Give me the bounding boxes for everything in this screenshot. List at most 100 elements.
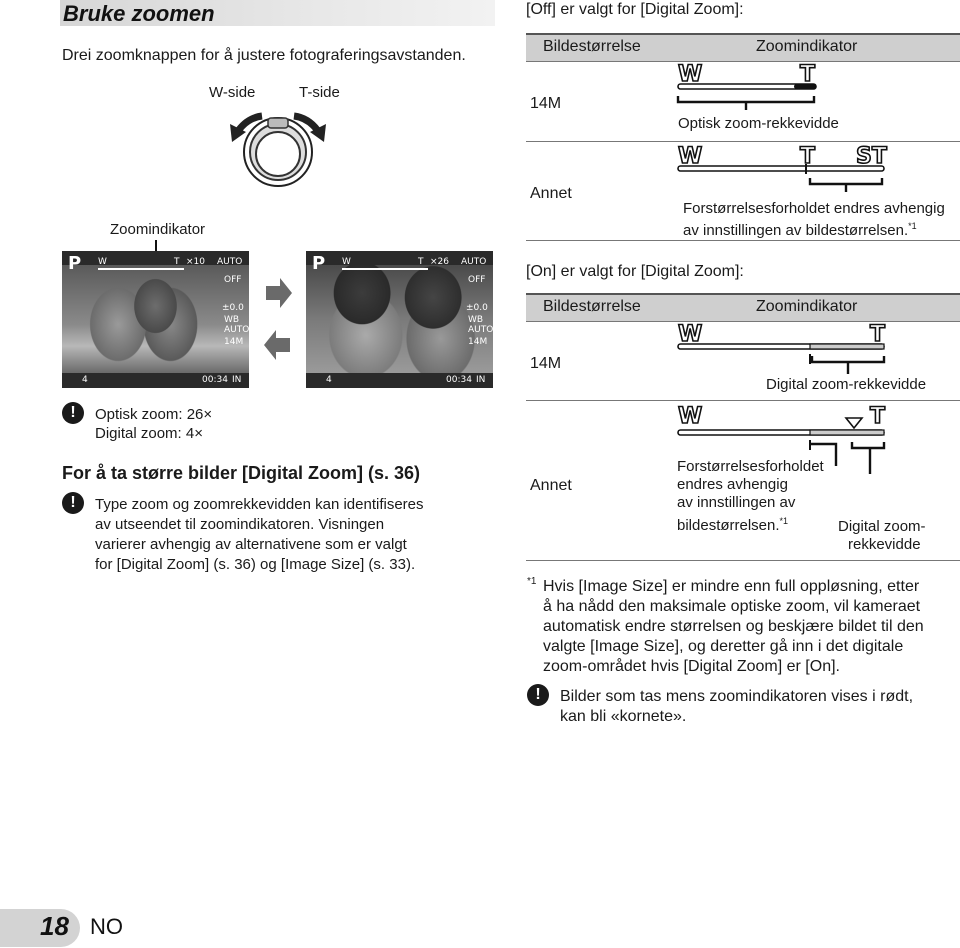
annet-note-line-2: av innstillingen av bildestørrelsen.*1 <box>683 217 917 240</box>
row-14m: 14M <box>530 95 562 112</box>
footnote-mark: *1 <box>527 576 537 587</box>
arrows-icon <box>264 278 292 360</box>
indicator-st: ST <box>855 144 887 169</box>
battery-icon: IN <box>476 375 486 385</box>
zoom-lever-icon <box>230 112 326 187</box>
flash-icon: AUTO <box>217 257 243 267</box>
page-number: 18 <box>40 911 69 941</box>
zoom-bar <box>342 268 428 270</box>
flash-off-icon: OFF <box>468 275 486 285</box>
zoom-value: ×26 <box>430 257 449 267</box>
on-annet-note-text: bildestørrelsen. <box>677 517 780 534</box>
w-side-label: W-side <box>209 84 256 101</box>
zoom-bar-optical <box>676 83 817 110</box>
t-side-label: T-side <box>299 84 340 101</box>
col-image-size: Bildestørrelse <box>543 38 641 55</box>
footnote-line-1: Hvis [Image Size] er mindre enn full opp… <box>543 578 920 595</box>
image-size-icon: 14M <box>224 337 244 347</box>
indicator-w: W <box>677 404 703 429</box>
mode-indicator: P <box>312 253 326 274</box>
zoom-w-mark: W <box>98 257 107 267</box>
zoom-t-mark: T <box>418 257 424 267</box>
warn-note-line-2: kan bli «kornete». <box>560 708 687 725</box>
table-header-bg <box>526 295 960 321</box>
recording-time: 00:34 <box>202 375 228 385</box>
table-rule <box>526 321 960 322</box>
table-rule <box>526 141 960 142</box>
footnote-ref: *1 <box>908 221 917 231</box>
shots-remaining: 4 <box>326 375 332 385</box>
language-code: NO <box>90 914 123 939</box>
footnote-line-2: å ha nådd den maksimale optiske zoom, vi… <box>543 598 921 615</box>
on-heading: [On] er valgt for [Digital Zoom]: <box>526 263 744 280</box>
exposure-value: ±0.0 <box>466 303 488 313</box>
zoom-w-mark: W <box>342 257 351 267</box>
annet-note-text: av innstillingen av bildestørrelsen. <box>683 222 909 239</box>
indicator-w: W <box>677 144 703 169</box>
warn-note-line-1: Bilder som tas mens zoomindikatoren vise… <box>560 688 914 705</box>
on-annet-note-1: Forstørrelsesforholdet <box>677 458 824 475</box>
zoom-bar <box>98 268 184 270</box>
wb-icon: WB AUTO <box>224 315 249 335</box>
table-rule <box>526 293 960 295</box>
col-zoom-indicator: Zoomindikator <box>756 298 858 315</box>
footnote-ref: *1 <box>779 516 789 526</box>
table-rule <box>526 61 960 62</box>
table-rule <box>526 33 960 35</box>
flash-icon: AUTO <box>461 257 487 267</box>
col-zoom-indicator: Zoomindikator <box>756 38 858 55</box>
off-heading: [Off] er valgt for [Digital Zoom]: <box>526 1 744 18</box>
table-rule <box>526 560 960 561</box>
footnote-line-3: automatisk endre størrelsen og beskjære … <box>543 618 924 635</box>
digital-range2-line-2: rekkevidde <box>848 536 921 553</box>
indicator-w: W <box>677 322 703 347</box>
digital-range-label: Digital zoom-rekkevidde <box>766 376 927 393</box>
indicator-t: T <box>799 144 816 169</box>
zoom-bar-digital-sizes <box>677 417 886 474</box>
zoom-bar-sizes <box>677 164 885 192</box>
optical-zoom-note: Optisk zoom: 26× <box>95 406 213 423</box>
col-image-size: Bildestørrelse <box>543 298 641 315</box>
note-line-2: av utseendet til zoomindikatoren. Visnin… <box>95 516 385 533</box>
exposure-value: ±0.0 <box>222 303 244 313</box>
table-header-bg <box>526 35 960 61</box>
page-number-tab <box>0 909 80 947</box>
page-title-bar: Bruke zoomen <box>60 0 495 26</box>
warning-icon: ! <box>62 402 84 424</box>
note-line-3: varierer avhengig av alternativene som e… <box>95 536 407 553</box>
digital-zoom-note: Digital zoom: 4× <box>95 425 203 442</box>
indicator-w: W <box>677 62 703 87</box>
annet-note-line-1: Forstørrelsesforholdet endres avhengig <box>683 200 945 217</box>
on-annet-note-4: bildestørrelsen.*1 <box>677 512 788 535</box>
note-line-4: for [Digital Zoom] (s. 36) og [Image Siz… <box>95 556 416 573</box>
shots-remaining: 4 <box>82 375 88 385</box>
intro-text: Drei zoomknappen for å justere fotografe… <box>62 47 466 64</box>
warning-icon: ! <box>527 684 549 706</box>
indicator-t: T <box>799 62 816 87</box>
on-annet-note-3: av innstillingen av <box>677 494 796 511</box>
camera-screen-wide: P W T ×10 AUTO OFF ±0.0 WB AUTO 14M 4 00… <box>62 251 249 388</box>
recording-time: 00:34 <box>446 375 472 385</box>
table-rule <box>526 240 960 241</box>
section-heading: For å ta større bilder [Digital Zoom] (s… <box>62 463 421 483</box>
digital-range2-line-1: Digital zoom- <box>838 518 926 535</box>
mode-indicator: P <box>68 253 82 274</box>
zoom-t-mark: T <box>174 257 180 267</box>
zoom-indicator-label: Zoomindikator <box>110 221 206 238</box>
flash-off-icon: OFF <box>224 275 242 285</box>
indicator-t: T <box>869 404 886 429</box>
row-annet: Annet <box>530 477 572 494</box>
battery-icon: IN <box>232 375 242 385</box>
footnote-line-5: zoom-området hvis [Digital Zoom] er [On]… <box>543 658 840 675</box>
warning-icon: ! <box>62 492 84 514</box>
wb-icon: WB AUTO <box>468 315 493 335</box>
note-line-1: Type zoom og zoomrekkevidden kan identif… <box>95 496 424 513</box>
optical-range-label: Optisk zoom-rekkevidde <box>678 115 839 132</box>
zoom-bar-digital <box>677 343 886 374</box>
indicator-t: T <box>869 322 886 347</box>
zoom-value: ×10 <box>186 257 205 267</box>
row-14m: 14M <box>530 355 562 372</box>
camera-screen-tele: P W T ×26 AUTO OFF ±0.0 WB AUTO 14M 4 00… <box>306 251 493 388</box>
row-annet: Annet <box>530 185 572 202</box>
table-rule <box>526 400 960 401</box>
